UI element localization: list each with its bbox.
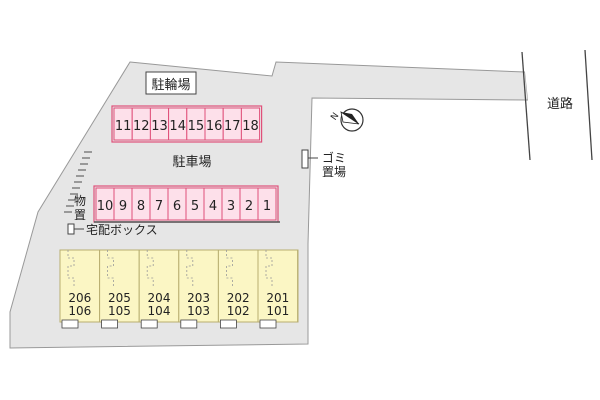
garbage-area-label-line2: 置場 <box>322 165 346 179</box>
parking-space-number: 1 <box>263 199 271 214</box>
unit-number-lower: 106 <box>68 304 91 318</box>
garbage-area-label-line1: ゴミ <box>322 150 346 165</box>
parking-upper-outline <box>111 105 263 143</box>
parking-space-number: 5 <box>191 199 199 214</box>
parking-lot-label: 駐車場 <box>172 155 211 170</box>
parking-space-number: 4 <box>209 199 217 214</box>
parking-space-number: 16 <box>206 119 223 134</box>
parking-space-number: 8 <box>137 199 145 214</box>
unit-entrance <box>180 319 198 329</box>
unit-interior-line <box>67 250 75 286</box>
unit-number-upper: 205 <box>108 291 131 305</box>
parking-space-number: 9 <box>119 199 127 214</box>
parking-space-number: 10 <box>97 199 114 214</box>
parking-space-number: 17 <box>224 119 241 134</box>
unit-entrance <box>61 319 79 329</box>
parking-space-number: 15 <box>188 119 205 134</box>
unit-interior-line <box>146 250 154 286</box>
unit-entrance <box>140 319 158 329</box>
unit-interior-line <box>107 250 114 286</box>
road-edge-right <box>584 49 593 161</box>
parking-space <box>257 187 277 221</box>
garbage-area-marker <box>301 149 309 169</box>
unit-block <box>217 249 259 323</box>
parking-space-number: 2 <box>245 199 253 214</box>
unit-number-lower: 105 <box>108 304 131 318</box>
parking-space-number: 7 <box>155 199 163 214</box>
unit-number-upper: 201 <box>266 291 289 305</box>
unit-number-upper: 202 <box>227 291 250 305</box>
delivery-box-label: 宅配ボックス <box>86 222 158 237</box>
parking-space-number: 14 <box>169 119 186 134</box>
unit-entrance <box>219 319 237 329</box>
parking-space-number: 12 <box>133 119 150 134</box>
unit-entrance <box>101 319 118 329</box>
road-area <box>520 50 600 160</box>
unit-number-upper: 203 <box>187 291 210 305</box>
unit-number-upper: 204 <box>148 291 171 305</box>
unit-entrance <box>259 319 277 329</box>
parking-space <box>240 107 261 141</box>
unit-interior-line <box>265 250 273 286</box>
bike-rack-hatch <box>64 151 92 213</box>
road-label: 道路 <box>547 96 573 112</box>
unit-number-lower: 103 <box>187 304 210 318</box>
north-arrow-icon: N <box>329 108 364 132</box>
north-label: N <box>329 111 341 122</box>
delivery-box-marker <box>67 223 75 235</box>
parking-space-number: 6 <box>173 199 181 214</box>
road-edge-left <box>521 51 531 161</box>
parking-space-number: 13 <box>151 119 168 134</box>
unit-block <box>257 249 299 323</box>
unit-interior-line <box>186 250 194 286</box>
parking-space-number: 18 <box>242 119 259 134</box>
unit-number-lower: 102 <box>227 304 250 318</box>
unit-interior-line <box>226 250 233 286</box>
storage-label-line1: 物 <box>74 194 86 208</box>
unit-number-lower: 104 <box>148 304 171 318</box>
unit-block <box>99 249 140 323</box>
parking-space-number: 11 <box>115 119 132 134</box>
bicycle-parking-box <box>145 71 197 95</box>
bicycle-parking-label: 駐輪場 <box>151 77 190 93</box>
parking-space-number: 3 <box>227 199 235 214</box>
unit-block <box>138 249 180 323</box>
unit-number-upper: 206 <box>68 291 91 305</box>
unit-number-lower: 101 <box>266 304 289 318</box>
storage-label-line2: 置 <box>74 208 86 222</box>
